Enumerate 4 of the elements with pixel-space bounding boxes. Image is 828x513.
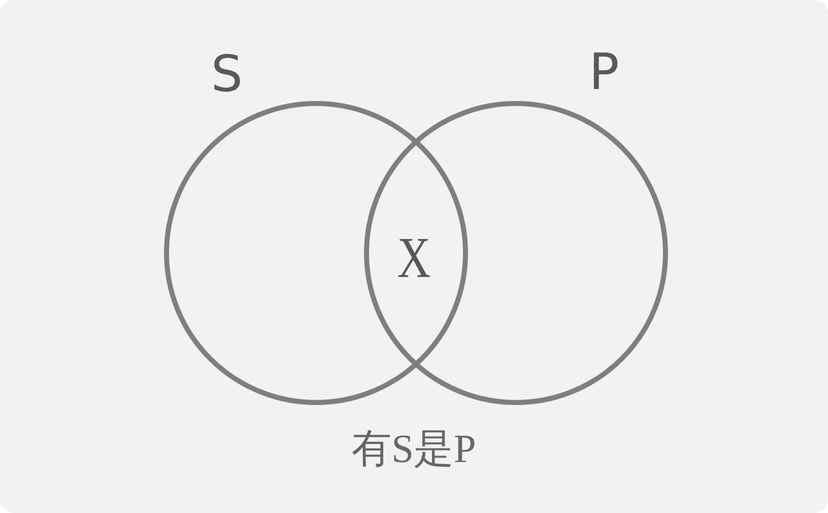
set-label: S: [211, 49, 243, 99]
caption: 有S是P: [352, 429, 476, 469]
region-label: X: [397, 229, 431, 287]
set-label: P: [589, 47, 620, 97]
